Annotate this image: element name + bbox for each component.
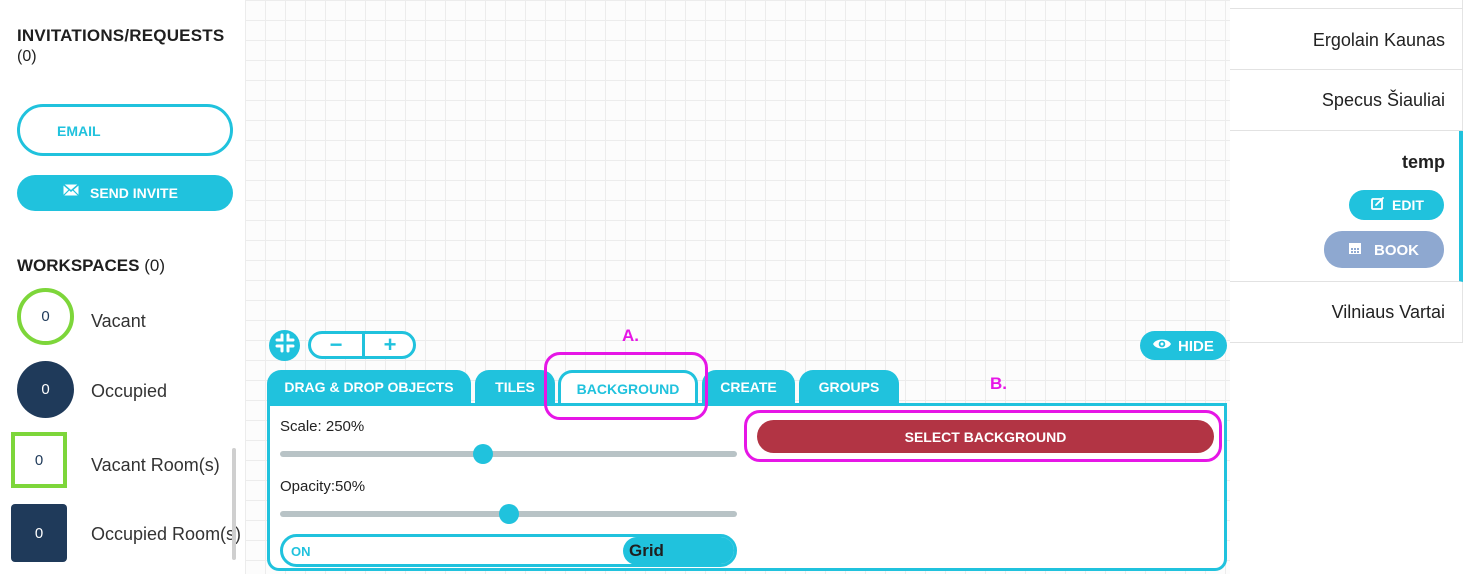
vacant-legend-label: Vacant (91, 311, 146, 331)
left-sidebar: INVITATIONS/REQUESTS (0) EMAIL SEND INVI… (0, 0, 245, 574)
book-room-button[interactable]: BOOK (1324, 231, 1444, 268)
edit-label: EDIT (1392, 197, 1424, 213)
annotation-b-label: B. (990, 374, 1007, 393)
edit-icon (1371, 196, 1385, 215)
annotation-b-outline (744, 410, 1222, 462)
vacant-room-legend-square: 0 (11, 432, 67, 488)
calendar-icon (1348, 241, 1362, 260)
occupied-legend-circle: 0 (17, 361, 74, 418)
envelope-icon (63, 183, 79, 201)
room-name: Vilniaus Vartai (1331, 302, 1445, 322)
room-list-item[interactable]: Specus Šiauliai (1230, 70, 1463, 131)
hide-panel-button[interactable]: HIDE (1140, 331, 1227, 360)
vacant-legend-circle: 0 (17, 288, 74, 345)
workspaces-title: WORKSPACES (0) (17, 256, 165, 275)
invitations-count: (0) (17, 48, 37, 65)
opacity-label: Opacity:50% (280, 478, 366, 495)
send-invite-label: SEND INVITE (90, 185, 178, 201)
room-list: Ergolain Kaunas Specus Šiauliai temp EDI… (1230, 0, 1463, 343)
room-list-item[interactable]: Ergolain Kaunas (1230, 8, 1463, 70)
zoom-in-button[interactable]: + (383, 332, 397, 357)
vacant-room-legend-label: Vacant Room(s) (91, 455, 220, 475)
email-placeholder: EMAIL (57, 123, 101, 139)
room-name: temp (1401, 152, 1445, 172)
room-list-item-selected[interactable]: temp EDIT BOOK (1230, 131, 1463, 282)
book-label: BOOK (1374, 242, 1419, 259)
edit-room-button[interactable]: EDIT (1349, 190, 1444, 220)
grid-toggle-label: Grid (629, 541, 664, 560)
sidebar-scrollbar[interactable] (232, 448, 236, 560)
grid-toggle[interactable]: ON Grid (280, 534, 737, 567)
send-invite-button[interactable]: SEND INVITE (17, 175, 233, 211)
zoom-out-button[interactable]: − (329, 332, 343, 357)
hide-label: HIDE (1178, 338, 1214, 355)
tab-tiles[interactable]: TILES (475, 370, 555, 404)
occupied-room-legend-label: Occupied Room(s) (91, 524, 242, 544)
zoom-divider (362, 334, 365, 356)
email-input[interactable]: EMAIL (17, 104, 233, 156)
fit-screen-icon (274, 332, 296, 359)
grid-toggle-thumb (623, 537, 734, 564)
tab-background[interactable]: BACKGROUND (558, 370, 698, 404)
annotation-a-outline (544, 352, 708, 420)
select-background-button[interactable]: SELECT BACKGROUND (757, 420, 1214, 453)
annotation-a-label: A. (622, 326, 639, 345)
grid-toggle-state: ON (291, 544, 311, 559)
tab-create[interactable]: CREATE (702, 370, 795, 404)
room-name: Ergolain Kaunas (1312, 30, 1445, 50)
eye-icon (1152, 336, 1172, 357)
scale-label: Scale: 250% (280, 418, 365, 435)
room-list-item[interactable]: Vilniaus Vartai (1230, 282, 1463, 343)
zoom-controls: − + (308, 331, 416, 359)
scale-slider[interactable] (280, 444, 737, 464)
fit-to-screen-button[interactable] (269, 330, 300, 361)
room-name: Specus Šiauliai (1321, 90, 1445, 110)
tab-drag-drop-objects[interactable]: DRAG & DROP OBJECTS (267, 370, 471, 404)
opacity-slider-handle[interactable] (498, 504, 519, 524)
invitations-title: INVITATIONS/REQUESTS (17, 26, 225, 45)
occupied-room-legend-square: 0 (11, 504, 67, 562)
occupied-legend-label: Occupied (91, 381, 168, 401)
tab-groups[interactable]: GROUPS (799, 370, 899, 404)
opacity-slider[interactable] (280, 504, 737, 524)
scale-slider-handle[interactable] (473, 444, 494, 464)
